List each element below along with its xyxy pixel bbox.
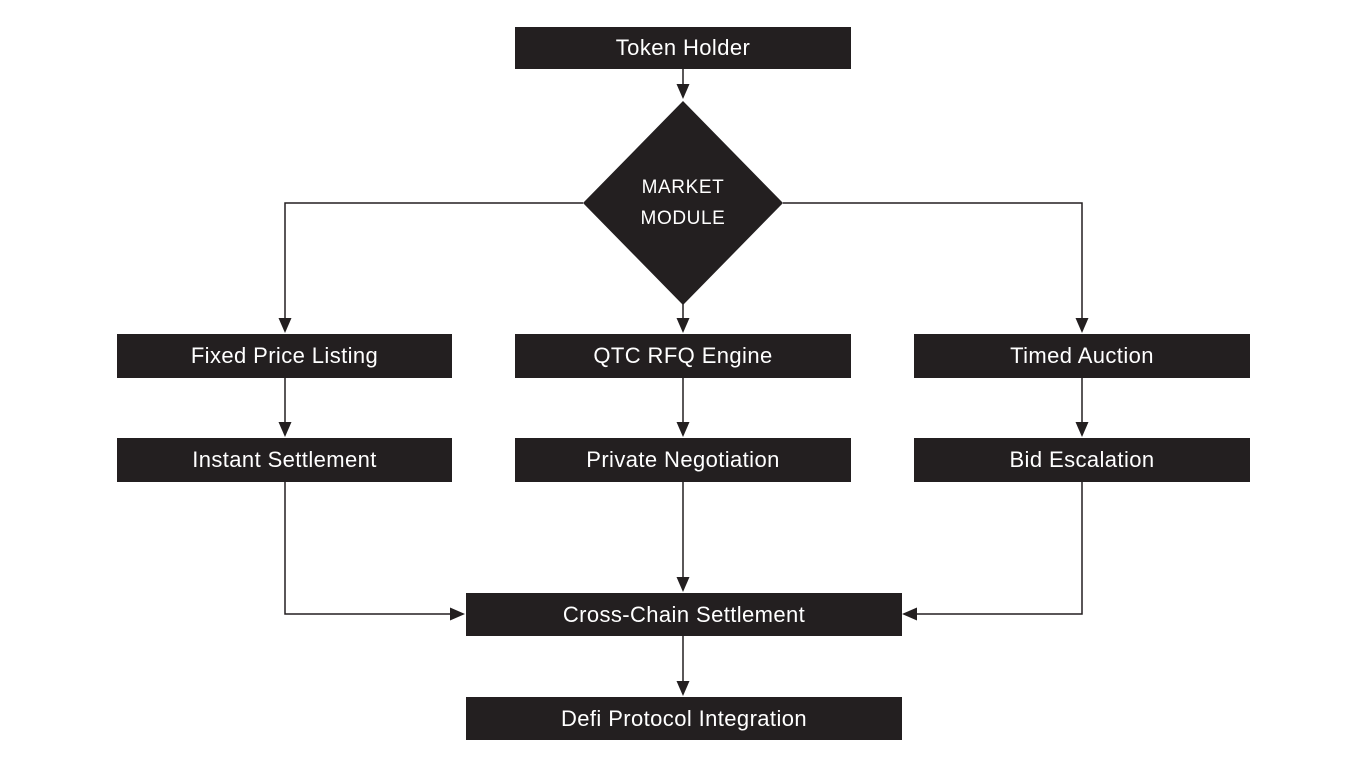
edges-group	[278, 69, 1089, 696]
edge-instant-settlement-cross-chain-settlement	[284, 482, 465, 621]
edge-bid-escalation-cross-chain-settlement	[902, 482, 1083, 621]
edge-market-module-fixed-price-listing	[278, 202, 583, 333]
edge-market-module-timed-auction	[783, 202, 1089, 333]
node-market-module-shape	[583, 101, 783, 305]
